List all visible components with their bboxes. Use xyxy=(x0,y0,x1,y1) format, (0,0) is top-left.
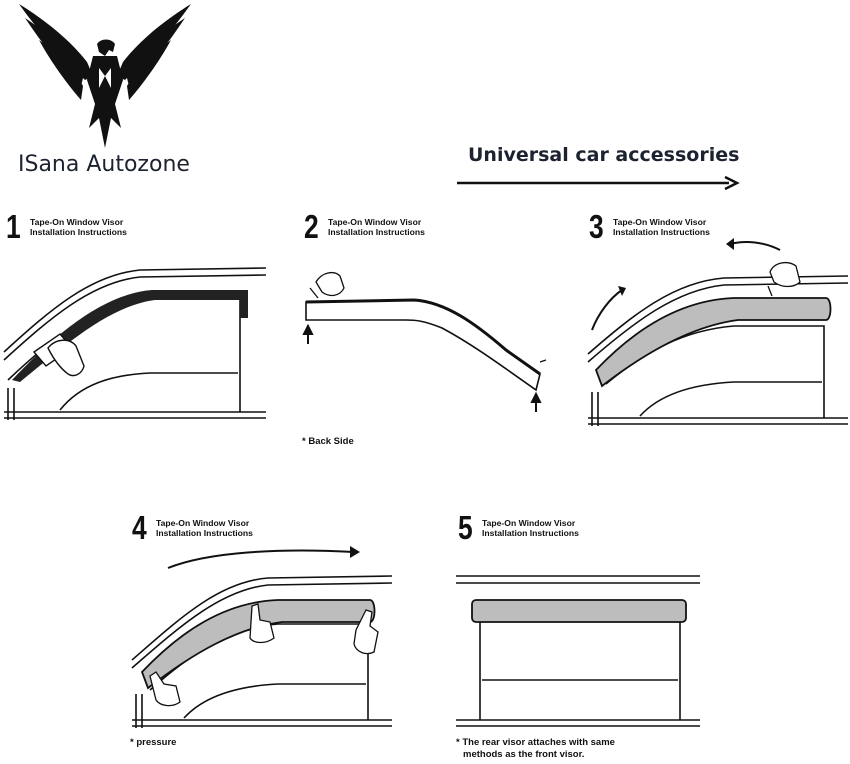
step-3-title-line2: Installation Instructions xyxy=(613,227,710,237)
eagle-logo-icon xyxy=(19,4,191,148)
step-4-title-line1: Tape-On Window Visor xyxy=(156,518,250,528)
step-3-illustration xyxy=(587,238,849,426)
step-1-title-line2: Installation Instructions xyxy=(30,227,127,237)
rear-visor-note: * The rear visor attaches with same meth… xyxy=(456,737,615,761)
step-2-title-line2: Installation Instructions xyxy=(328,227,425,237)
step-5-title: Tape-On Window Visor Installation Instru… xyxy=(482,518,632,538)
step-1-illustration xyxy=(3,267,267,420)
step-4-illustration xyxy=(131,546,393,728)
step-5-number: 5 xyxy=(458,509,473,546)
step-3-number: 3 xyxy=(589,208,604,245)
step-5-illustration xyxy=(456,575,700,727)
step-5-title-line1: Tape-On Window Visor xyxy=(482,518,576,528)
step-1-title: Tape-On Window Visor Installation Instru… xyxy=(30,217,180,237)
step-2-title-line1: Tape-On Window Visor xyxy=(328,217,422,227)
step-2-title: Tape-On Window Visor Installation Instru… xyxy=(328,217,478,237)
pressure-note: * pressure xyxy=(130,737,177,748)
step-3-title-line1: Tape-On Window Visor xyxy=(613,217,707,227)
rear-visor-note-line1: * The rear visor attaches with same xyxy=(456,737,615,748)
step-4-title: Tape-On Window Visor Installation Instru… xyxy=(156,518,306,538)
step-3-title: Tape-On Window Visor Installation Instru… xyxy=(613,217,763,237)
step-2-illustration xyxy=(302,271,547,412)
step-2-number: 2 xyxy=(304,208,319,245)
back-side-note: * Back Side xyxy=(302,436,354,447)
right-arrow-icon xyxy=(457,175,740,191)
brand-name: ISana Autozone xyxy=(18,152,190,177)
rear-visor-note-line2: methods as the front visor. xyxy=(463,749,585,760)
step-5-title-line2: Installation Instructions xyxy=(482,528,579,538)
tagline: Universal car accessories xyxy=(468,144,740,166)
step-1-number: 1 xyxy=(6,208,21,245)
step-4-title-line2: Installation Instructions xyxy=(156,528,253,538)
step-1-title-line1: Tape-On Window Visor xyxy=(30,217,124,227)
step-4-number: 4 xyxy=(132,509,147,546)
